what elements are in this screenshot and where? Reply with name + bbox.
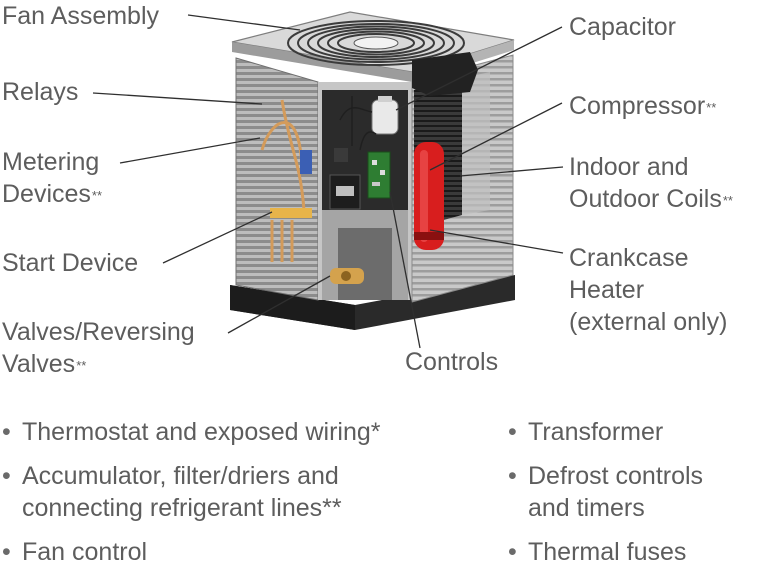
- bullet-item: •Thermal fuses: [508, 538, 687, 566]
- control-board: [367, 151, 391, 199]
- label-indoor-outdoor-coils: Indoor and Outdoor Coils**: [569, 153, 733, 213]
- label-fan-assembly: Fan Assembly: [2, 2, 160, 30]
- bullet-item: •Thermostat and exposed wiring*: [2, 418, 381, 446]
- left-side-panel: [235, 57, 319, 301]
- bullet-item: •Fan control: [2, 538, 148, 566]
- start-device-part: [270, 150, 312, 218]
- fan-motor: [412, 52, 478, 96]
- wiring: [339, 96, 377, 151]
- compressor-part: [414, 142, 444, 250]
- label-metering-devices: Metering Devices**: [2, 148, 103, 208]
- copper-tubing: [260, 99, 306, 262]
- label-valves-reversing-valves: Valves/Reversing Valves**: [2, 318, 195, 378]
- label-relays: Relays: [2, 78, 79, 106]
- relay-block: [329, 148, 361, 210]
- bullet-item: •Defrost controls and timers: [508, 462, 704, 522]
- reversing-valve-part: [330, 268, 364, 284]
- leader-lines: [92, 14, 564, 349]
- interior-cutaway: [318, 82, 412, 300]
- capacitor-part: [371, 96, 399, 135]
- label-start-device: Start Device: [2, 249, 139, 277]
- label-compressor: Compressor**: [569, 92, 717, 120]
- bullet-item: •Transformer: [508, 418, 664, 446]
- label-crankcase-heater: Crankcase Heater (external only): [569, 244, 728, 336]
- label-controls: Controls: [405, 348, 499, 376]
- fan-grille: [287, 20, 465, 66]
- label-capacitor: Capacitor: [569, 13, 676, 41]
- bullet-item: •Accumulator, filter/driers and connecti…: [2, 462, 342, 522]
